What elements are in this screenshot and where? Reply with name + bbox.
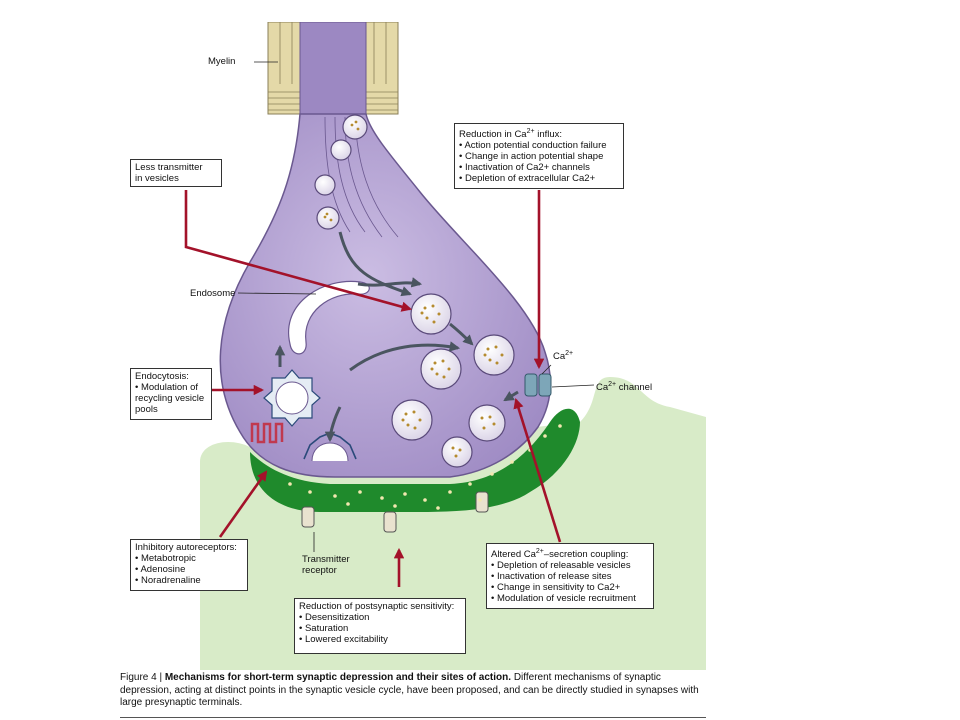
label-endosome: Endosome: [190, 288, 236, 299]
box-autoreceptors-title: Inhibitory autoreceptors:: [135, 542, 237, 553]
label-ca: Ca2+: [553, 348, 573, 362]
box-secretion-coupling-list: Depletion of releasable vesicles Inactiv…: [491, 560, 649, 604]
list-item: Action potential conduction failure: [459, 140, 619, 151]
list-item: Adenosine: [135, 564, 243, 575]
coated-vesicle: [263, 369, 321, 427]
vesicle-contents: [323, 120, 504, 458]
box-postsynaptic: Reduction of postsynaptic sensitivity: D…: [294, 598, 466, 654]
list-item: Modulation of vesicle recruitment: [491, 593, 649, 604]
box-autoreceptors-list: Metabotropic Adenosine Noradrenaline: [135, 553, 243, 586]
list-item: Lowered excitability: [299, 634, 461, 645]
mechanism-arrows: [184, 190, 562, 587]
box-postsynaptic-list: Desensitization Saturation Lowered excit…: [299, 612, 461, 645]
box-autoreceptors: Inhibitory autoreceptors: Metabotropic A…: [130, 539, 248, 591]
list-item: Inactivation of Ca2+ channels: [459, 162, 619, 173]
list-item: Depletion of extracellular Ca2+: [459, 173, 619, 184]
box-less-transmitter-line2: in vesicles: [135, 173, 179, 184]
caption-text: Different mechanisms of synaptic depress…: [120, 672, 699, 708]
list-item: Desensitization: [299, 612, 461, 623]
ca-channel: [524, 373, 552, 397]
list-item: Change in action potential shape: [459, 151, 619, 162]
box-postsynaptic-title: Reduction of postsynaptic sensitivity:: [299, 601, 455, 612]
box-secretion-title-post: –secretion coupling:: [543, 549, 629, 561]
label-transmitter-line1: Transmitter: [302, 554, 350, 565]
label-ca-channel: Ca2+ channel: [596, 379, 652, 393]
list-item: Change in sensitivity to Ca2+: [491, 582, 649, 593]
vesicle-cycle-arrows: [274, 231, 519, 443]
label-transmitter-receptor: Transmitter receptor: [302, 554, 350, 576]
released-transmitter: [288, 424, 562, 510]
figure-caption: Figure 4 | Mechanisms for short-term syn…: [120, 672, 706, 710]
list-item: Depletion of releasable vesicles: [491, 560, 649, 571]
box-endocytosis-list: Modulation of recycling vesicle pools: [135, 382, 207, 415]
caption-rule: [120, 717, 706, 718]
transmitter-receptors: [301, 491, 489, 533]
box-ca-influx-list: Action potential conduction failure Chan…: [459, 140, 619, 184]
box-secretion-title-sup: 2+: [535, 548, 544, 555]
leader-lines: [237, 61, 595, 552]
list-item: Noradrenaline: [135, 575, 243, 586]
box-endocytosis-title: Endocytosis:: [135, 371, 189, 382]
box-less-transmitter-line1: Less transmitter: [135, 162, 203, 173]
caption-title: Mechanisms for short-term synaptic depre…: [164, 672, 512, 683]
box-ca-influx-title-post: influx:: [534, 129, 563, 141]
label-ca-channel-sup: 2+: [608, 381, 617, 388]
box-secretion-title-pre: Altered Ca: [491, 549, 536, 561]
label-ca-channel-text: Ca: [596, 382, 609, 394]
box-less-transmitter: Less transmitter in vesicles: [130, 159, 222, 187]
box-ca-influx-title: Reduction in Ca2+ influx:: [459, 126, 619, 140]
label-ca-sup: 2+: [565, 350, 574, 357]
label-transmitter-line2: receptor: [302, 565, 337, 576]
list-item: Metabotropic: [135, 553, 243, 564]
box-secretion-coupling-title: Altered Ca2+–secretion coupling:: [491, 546, 649, 560]
synaptic-cleft: [250, 408, 580, 512]
autoreceptor: [250, 422, 284, 444]
label-ca-channel-rest: channel: [616, 382, 653, 394]
label-ca-text: Ca: [553, 351, 566, 363]
box-ca-influx: Reduction in Ca2+ influx: Action potenti…: [454, 123, 624, 189]
list-item: Inactivation of release sites: [491, 571, 649, 582]
axon: [299, 22, 367, 119]
box-ca-influx-title-sup: 2+: [526, 128, 535, 135]
label-myelin: Myelin: [208, 56, 236, 67]
list-item: Modulation of recycling vesicle pools: [135, 382, 207, 415]
box-secretion-coupling: Altered Ca2+–secretion coupling: Depleti…: [486, 543, 654, 609]
vesicles: [314, 114, 515, 468]
box-ca-influx-title-pre: Reduction in Ca: [459, 129, 527, 141]
list-item: Saturation: [299, 623, 461, 634]
box-endocytosis: Endocytosis: Modulation of recycling ves…: [130, 368, 212, 420]
synapse-figure: Myelin Endosome Ca2+ Ca2+ channel Transm…: [120, 22, 706, 670]
caption-label: Figure 4 |: [120, 672, 165, 683]
